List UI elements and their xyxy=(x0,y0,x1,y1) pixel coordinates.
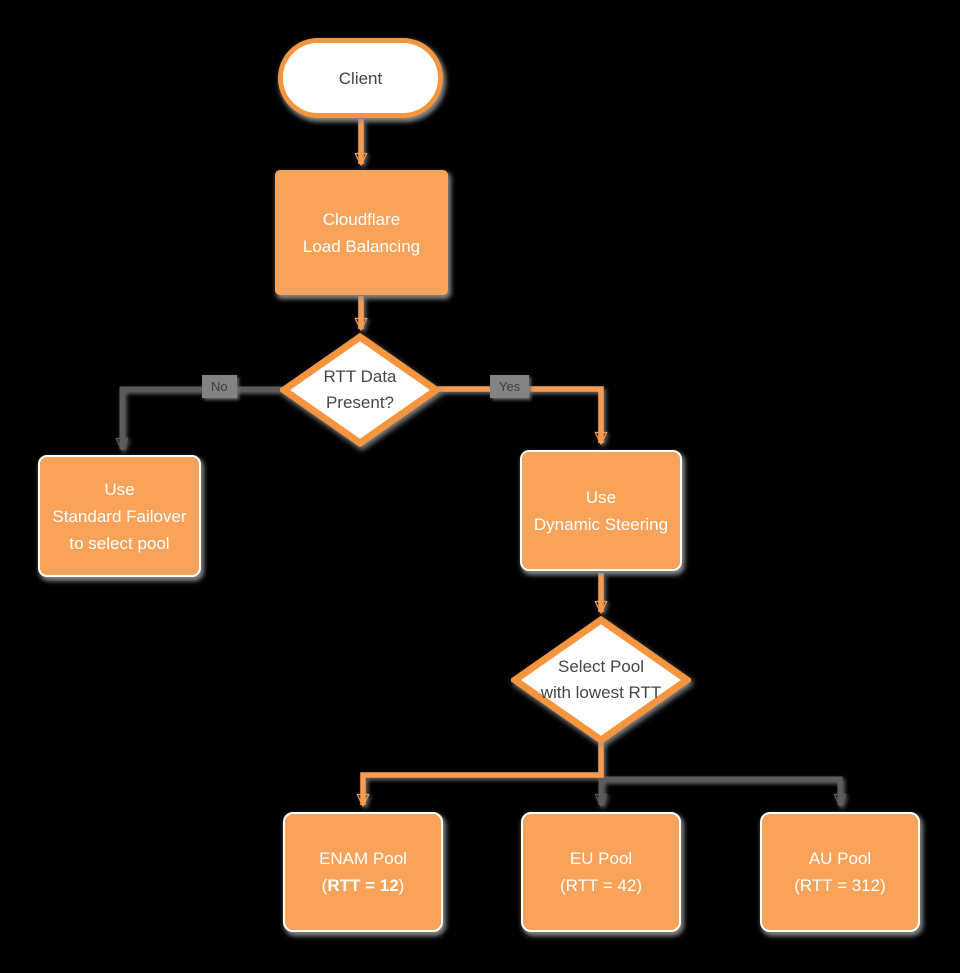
enam-rtt-open-paren: ( xyxy=(321,876,328,895)
select-pool-line1: Select Pool xyxy=(558,657,644,676)
edge-select-pool-to-enam xyxy=(356,742,604,807)
node-dynamic-steering-line1: Use xyxy=(585,487,617,507)
node-standard-failover: Use Standard Failover to select pool xyxy=(38,455,201,577)
node-select-pool: Select Pool with lowest RTT xyxy=(511,616,691,744)
edge-rtt-no-to-standard-failover xyxy=(115,386,284,451)
node-standard-failover-line1: Use xyxy=(104,479,135,499)
node-select-pool-label: Select Pool with lowest RTT xyxy=(511,616,691,744)
edge-label-yes: Yes xyxy=(490,375,530,398)
node-rtt-decision: RTT Data Present? xyxy=(280,333,440,447)
node-enam-pool: ENAM Pool (RTT = 12) xyxy=(283,812,443,932)
node-dynamic-steering: Use Dynamic Steering xyxy=(520,450,682,571)
enam-rtt-value: RTT = 12 xyxy=(327,876,399,895)
node-standard-failover-line2: Standard Failover xyxy=(52,506,187,526)
node-load-balancer-line2: Load Balancing xyxy=(302,236,421,256)
select-pool-line2: with lowest RTT xyxy=(540,683,662,702)
node-au-pool: AU Pool (RTT = 312) xyxy=(760,812,920,932)
node-dynamic-steering-line2: Dynamic Steering xyxy=(533,514,669,534)
enam-rtt-close-paren: ) xyxy=(398,876,405,895)
node-standard-failover-line3: to select pool xyxy=(69,533,170,553)
node-au-pool-rtt: (RTT = 312) xyxy=(794,876,886,895)
node-client: Client xyxy=(278,38,443,118)
node-au-pool-title: AU Pool xyxy=(808,849,872,868)
node-load-balancer: Cloudflare Load Balancing xyxy=(275,170,448,295)
node-client-label: Client xyxy=(338,68,383,88)
rtt-decision-diamond-shape xyxy=(280,333,440,447)
node-eu-pool: EU Pool (RTT = 42) xyxy=(521,812,681,932)
node-eu-pool-rtt: (RTT = 42) xyxy=(559,876,643,895)
rtt-decision-line2: Present? xyxy=(325,393,395,412)
edge-select-pool-to-au xyxy=(601,776,847,807)
node-enam-pool-rtt: (RTT = 12) xyxy=(322,872,405,899)
select-pool-diamond-shape xyxy=(511,616,691,744)
edge-label-no: No xyxy=(202,375,237,398)
node-eu-pool-title: EU Pool xyxy=(569,849,633,868)
node-load-balancer-line1: Cloudflare xyxy=(322,209,401,229)
rtt-decision-line1: RTT Data xyxy=(323,367,397,386)
node-enam-pool-title: ENAM Pool xyxy=(319,849,407,868)
node-rtt-decision-label: RTT Data Present? xyxy=(280,333,440,447)
